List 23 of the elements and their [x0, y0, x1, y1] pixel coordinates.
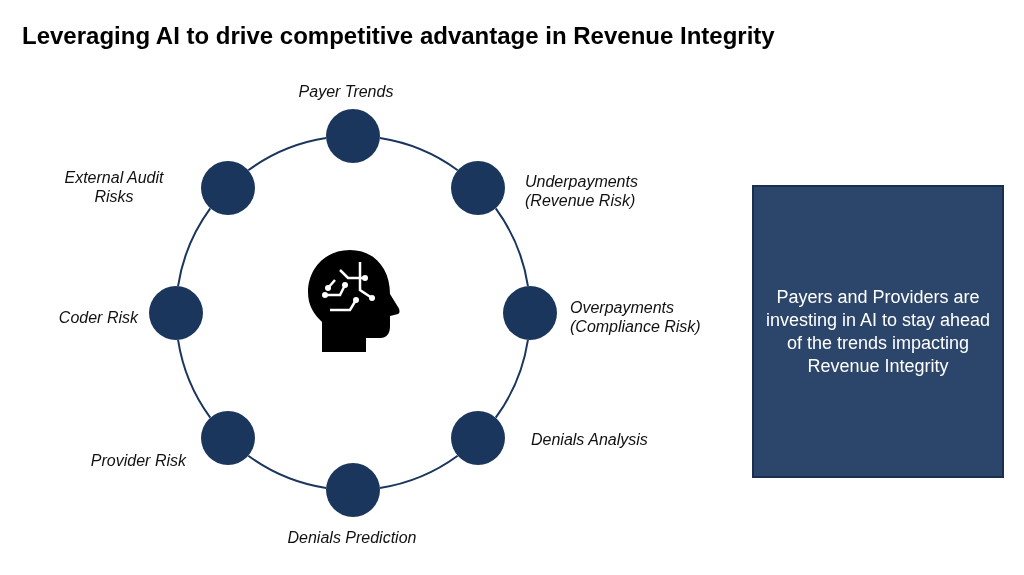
- item-label: Payer Trends: [297, 82, 395, 101]
- title: Leveraging AI to drive competitive advantage in Revenue Integrity: [22, 22, 775, 50]
- item-label: Coder Risk: [57, 308, 138, 327]
- circle-marker: [326, 109, 380, 163]
- circle-marker: [326, 463, 380, 517]
- ring-arc: [494, 338, 529, 419]
- panel-text: Payers and Providers are investing in AI to stay ahead of the trends impacting Revenue Integrity: [764, 285, 992, 378]
- ring-arc: [247, 454, 328, 489]
- item-label: Denials Prediction: [286, 528, 418, 547]
- circle-marker: [149, 286, 203, 340]
- item-label: Overpayments (Compliance Risk): [570, 298, 702, 336]
- ring-arc: [177, 207, 212, 288]
- item-label: External Audit Risks: [64, 168, 164, 206]
- text-panel: [752, 185, 1004, 478]
- item-label: Provider Risk: [89, 451, 186, 470]
- ring-arc: [247, 137, 328, 172]
- ring-arc: [177, 338, 212, 419]
- ring-arc: [378, 137, 459, 172]
- item-label: Denials Analysis: [531, 430, 649, 449]
- ring-arc: [494, 207, 529, 288]
- circle-marker: [503, 286, 557, 340]
- item-label: Underpayments (Revenue Risk): [525, 172, 639, 210]
- ring-arc: [378, 454, 459, 489]
